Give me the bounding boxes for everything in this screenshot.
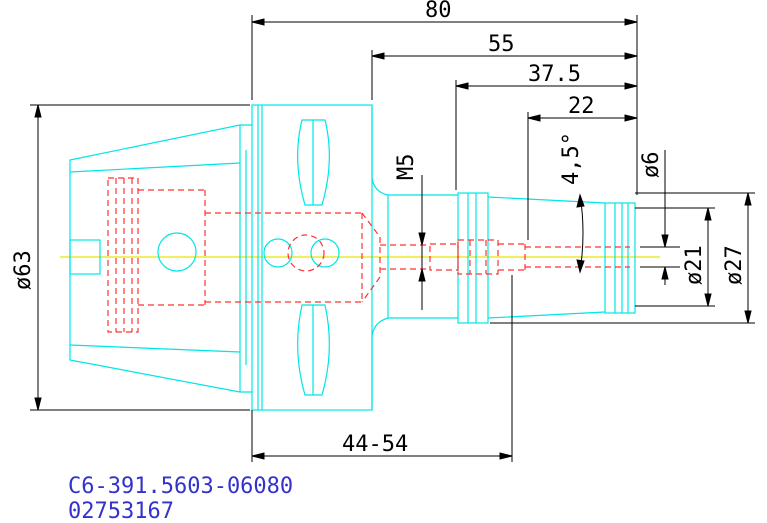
- hidden-lines: [107, 177, 630, 333]
- dim-taper-angle: 4,5°: [559, 132, 584, 185]
- dim-overall-length: 80: [425, 0, 452, 23]
- dim-thread-m5: M5: [394, 154, 419, 181]
- dim-adjust-range: 44-54: [342, 432, 408, 457]
- dim-length-55: 55: [488, 32, 515, 57]
- dim-diameter-21: ø21: [682, 245, 707, 285]
- part-code: C6-391.5603-06080: [68, 474, 293, 499]
- part-number: 02753167: [68, 499, 174, 523]
- dimension-lines: [30, 15, 755, 462]
- dim-diameter-27: ø27: [722, 245, 747, 285]
- dim-length-37-5: 37.5: [528, 62, 581, 87]
- dim-diameter-6: ø6: [639, 152, 664, 179]
- tool-outline: [69, 104, 636, 411]
- dim-length-22: 22: [568, 94, 595, 119]
- dim-diameter-63: ø63: [11, 250, 36, 290]
